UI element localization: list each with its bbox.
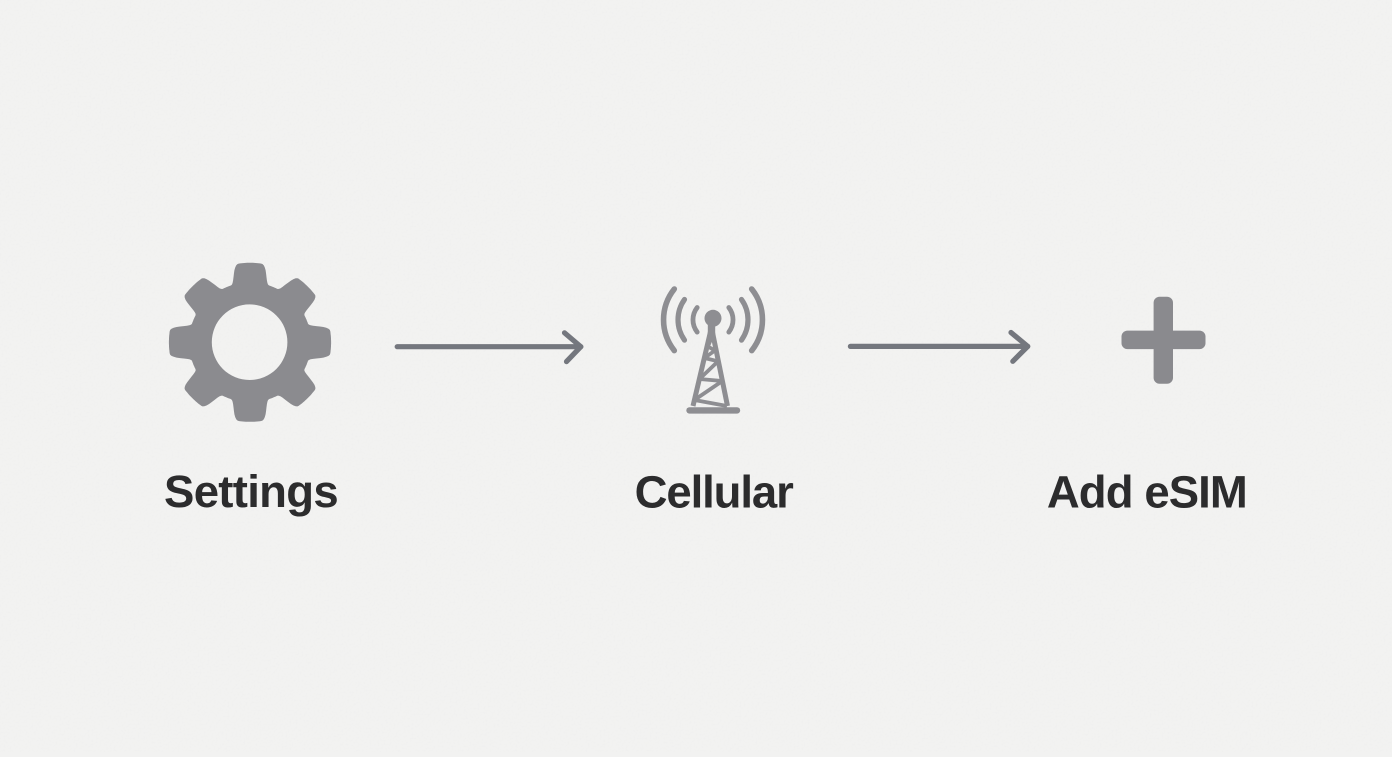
svg-text:Cellular: Cellular xyxy=(635,467,794,518)
svg-text:Settings: Settings xyxy=(164,466,338,517)
svg-text:Add eSIM: Add eSIM xyxy=(1047,467,1247,518)
